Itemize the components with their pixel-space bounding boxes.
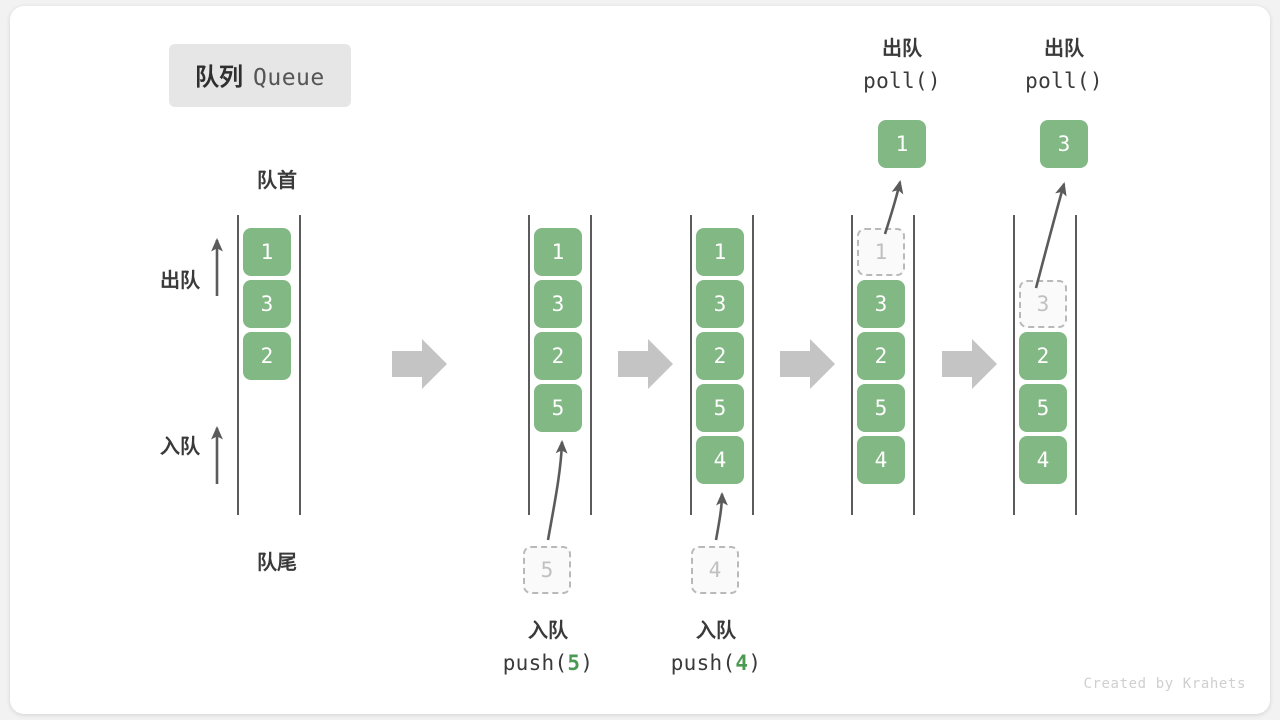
flow-arrow-1 xyxy=(392,339,447,389)
incoming-cell-push4: 4 xyxy=(691,546,739,594)
push5-code-suffix: ) xyxy=(580,651,594,675)
cell-push5-3: 5 xyxy=(534,384,582,432)
rail-left-initial xyxy=(237,215,239,515)
cell-poll3-2: 2 xyxy=(1019,332,1067,380)
dequeue-axis-label: 出队 xyxy=(160,270,200,292)
cell-initial-0: 1 xyxy=(243,228,291,276)
rail-left-poll3 xyxy=(1013,215,1015,515)
poll1-code-suffix: ) xyxy=(927,69,941,93)
incoming-cell-push5: 5 xyxy=(523,546,571,594)
cell-push4-3: 5 xyxy=(696,384,744,432)
poll3-code-suffix: ) xyxy=(1089,69,1103,93)
rail-left-push4 xyxy=(690,215,692,515)
push4-code-suffix: ) xyxy=(748,651,762,675)
title-english: Queue xyxy=(253,65,325,91)
cell-push4-1: 3 xyxy=(696,280,744,328)
push5-code-value: 5 xyxy=(567,651,581,675)
poll1-code-prefix: poll( xyxy=(863,69,928,93)
cell-push5-2: 2 xyxy=(534,332,582,380)
cell-initial-2: 2 xyxy=(243,332,291,380)
cell-push4-2: 2 xyxy=(696,332,744,380)
rail-right-poll3 xyxy=(1075,215,1077,515)
push4-code-value: 4 xyxy=(735,651,749,675)
diagram-canvas: 队列 Queue 队首 队尾 出队 入队 1 3 2 1 3 2 5 5 入队 … xyxy=(10,6,1270,714)
rail-left-push5 xyxy=(528,215,530,515)
diagram-title-chip: 队列 Queue xyxy=(169,44,351,107)
flow-arrow-2 xyxy=(618,339,673,389)
cell-push5-0: 1 xyxy=(534,228,582,276)
poll3-label-code: poll() xyxy=(964,65,1164,98)
popped-cell-poll3: 3 xyxy=(1040,120,1088,168)
flow-arrow-4 xyxy=(942,339,997,389)
rail-right-push5 xyxy=(590,215,592,515)
cell-poll3-1: 3 xyxy=(1019,280,1067,328)
credit-text: Created by Krahets xyxy=(1083,676,1246,692)
push5-label-code: push(5) xyxy=(438,647,658,680)
poll1-motion-arrow xyxy=(883,180,904,235)
cell-poll3-4: 4 xyxy=(1019,436,1067,484)
poll1-label: 出队 poll() xyxy=(802,34,1002,98)
push5-motion-arrow xyxy=(546,439,568,541)
push4-label-code: push(4) xyxy=(606,647,826,680)
cell-push4-0: 1 xyxy=(696,228,744,276)
push4-label: 入队 push(4) xyxy=(606,616,826,680)
poll3-label-chinese: 出队 xyxy=(1044,38,1084,60)
rail-right-initial xyxy=(299,215,301,515)
cell-poll1-1: 3 xyxy=(857,280,905,328)
poll1-label-chinese: 出队 xyxy=(882,38,922,60)
flow-arrow-3 xyxy=(780,339,835,389)
queue-head-label: 队首 xyxy=(257,170,297,192)
popped-cell-poll1: 1 xyxy=(878,120,926,168)
poll3-code-prefix: poll( xyxy=(1025,69,1090,93)
queue-tail-label: 队尾 xyxy=(257,552,297,574)
poll3-label: 出队 poll() xyxy=(964,34,1164,98)
push5-label: 入队 push(5) xyxy=(438,616,658,680)
poll1-label-code: poll() xyxy=(802,65,1002,98)
cell-poll1-4: 4 xyxy=(857,436,905,484)
cell-initial-1: 3 xyxy=(243,280,291,328)
rail-left-poll1 xyxy=(851,215,853,515)
push4-motion-arrow xyxy=(714,491,728,541)
title-chinese: 队列 xyxy=(195,64,243,91)
push5-code-prefix: push( xyxy=(502,651,568,675)
poll3-motion-arrow xyxy=(1034,182,1067,289)
cell-poll1-2: 2 xyxy=(857,332,905,380)
cell-poll3-3: 5 xyxy=(1019,384,1067,432)
push5-label-chinese: 入队 xyxy=(528,620,568,642)
push4-code-prefix: push( xyxy=(670,651,736,675)
rail-right-poll1 xyxy=(913,215,915,515)
cell-push4-4: 4 xyxy=(696,436,744,484)
cell-push5-1: 3 xyxy=(534,280,582,328)
rail-right-push4 xyxy=(752,215,754,515)
cell-poll1-0: 1 xyxy=(857,228,905,276)
push4-label-chinese: 入队 xyxy=(696,620,736,642)
enqueue-axis-label: 入队 xyxy=(160,436,200,458)
arrow-overlay xyxy=(211,180,1067,541)
cell-poll1-3: 5 xyxy=(857,384,905,432)
